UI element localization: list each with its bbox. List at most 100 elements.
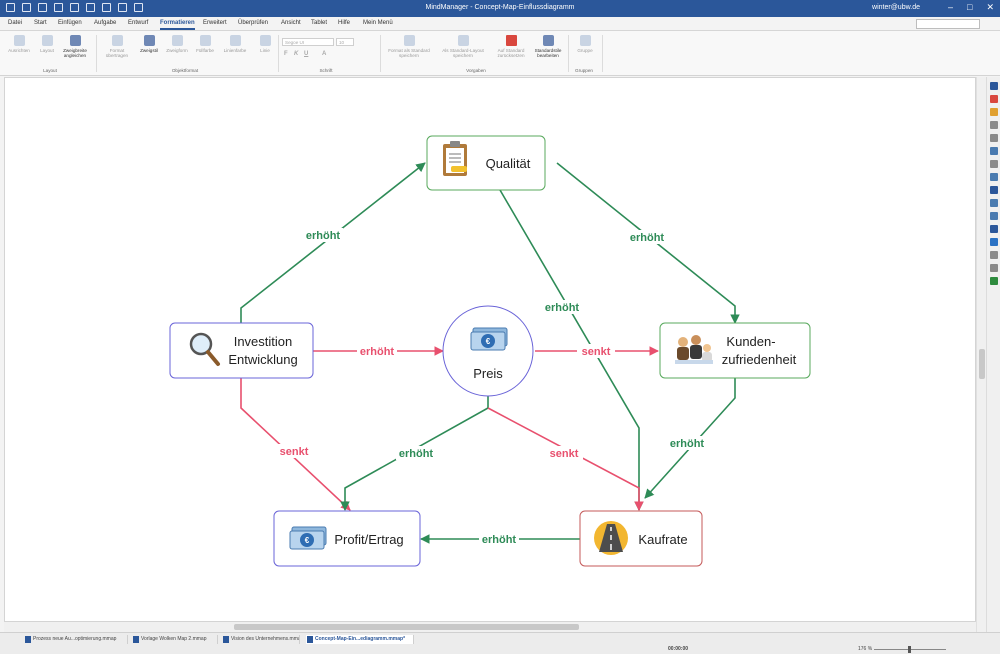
tag-icon[interactable] bbox=[989, 134, 998, 142]
markers-icon[interactable] bbox=[989, 95, 998, 103]
branch-shape-button[interactable]: Zweigform bbox=[162, 35, 192, 53]
edge-investition-profit[interactable] bbox=[240, 378, 351, 511]
bold-button[interactable]: F bbox=[284, 51, 288, 57]
node-preis[interactable]: € Preis bbox=[442, 305, 534, 397]
reset-x-icon bbox=[505, 35, 517, 46]
edge-qualitaet-kaufrate[interactable] bbox=[499, 189, 644, 511]
scrollbar-thumb[interactable] bbox=[234, 624, 579, 630]
search-icon[interactable] bbox=[989, 160, 998, 168]
node-profit-ertrag[interactable]: € Profit/Ertrag bbox=[273, 510, 421, 567]
excel-icon[interactable] bbox=[989, 277, 998, 285]
calendar-icon[interactable] bbox=[989, 108, 998, 116]
save-format-default-button[interactable]: Format als Standard speichern bbox=[384, 35, 434, 58]
underline-button[interactable]: U bbox=[304, 51, 309, 57]
format-icon[interactable] bbox=[989, 173, 998, 181]
doc-tab-concept-map[interactable]: Concept-Map-Ein...ediagramm.mmap* bbox=[306, 635, 414, 644]
notes-icon[interactable] bbox=[989, 121, 998, 129]
share-icon[interactable] bbox=[118, 3, 127, 12]
clipboard-icon bbox=[443, 141, 467, 176]
outlook-icon[interactable] bbox=[989, 238, 998, 246]
ribbon-tabs: Datei Start Einfügen Aufgabe Entwurf For… bbox=[0, 17, 1000, 31]
group-label-layout: Layout bbox=[43, 68, 57, 73]
bulb-icon[interactable] bbox=[989, 264, 998, 272]
edge-qualitaet-kunden[interactable] bbox=[556, 162, 740, 324]
maximize-button[interactable]: □ bbox=[967, 2, 973, 12]
tab-formatieren[interactable]: Formatieren bbox=[160, 20, 195, 30]
tab-erweitert[interactable]: Erweitert bbox=[203, 20, 227, 26]
mail-icon[interactable] bbox=[134, 3, 143, 12]
tab-mein-menue[interactable]: Mein Menü bbox=[363, 20, 393, 26]
edge-label: erhöht bbox=[360, 346, 395, 358]
align-button[interactable]: Ausrichten bbox=[4, 35, 34, 53]
help-icon[interactable] bbox=[102, 3, 111, 12]
library-icon[interactable] bbox=[989, 147, 998, 155]
format-painter-button[interactable]: Format übertragen bbox=[102, 35, 132, 58]
edge-investition-qualitaet[interactable] bbox=[240, 162, 426, 323]
close-button[interactable]: ✕ bbox=[986, 2, 994, 12]
print-icon[interactable] bbox=[54, 3, 63, 12]
search-input[interactable] bbox=[916, 19, 980, 29]
task-pane-icon[interactable] bbox=[989, 82, 998, 90]
edge-preis-kaufrate[interactable] bbox=[487, 407, 644, 511]
equalize-branch-width-button[interactable]: Zweigbreite angleichen bbox=[60, 35, 90, 58]
side-panel-toolbar bbox=[986, 77, 1000, 632]
edge-kunden-kaufrate[interactable] bbox=[644, 378, 736, 499]
link-icon[interactable] bbox=[989, 186, 998, 194]
tab-einfuegen[interactable]: Einfügen bbox=[58, 20, 82, 26]
node-label-line2: Entwicklung bbox=[228, 352, 297, 367]
italic-button[interactable]: K bbox=[294, 51, 299, 57]
redo-icon[interactable] bbox=[86, 3, 95, 12]
group-separator bbox=[380, 35, 381, 72]
edge-label: erhöht bbox=[482, 534, 517, 546]
group-separator bbox=[602, 35, 603, 72]
save-layout-default-button[interactable]: Als Standard-Layout speichern bbox=[438, 35, 488, 58]
concept-map: erhöht erhöht senkt erhöht erhöht senkt … bbox=[169, 135, 811, 567]
scrollbar-thumb[interactable] bbox=[979, 349, 985, 379]
vertical-scrollbar[interactable] bbox=[976, 77, 986, 632]
layout-button[interactable]: Layout bbox=[32, 35, 62, 53]
group-button[interactable]: Gruppe bbox=[570, 35, 600, 53]
font-name-select[interactable]: Segoe UI bbox=[282, 38, 334, 46]
reset-default-button[interactable]: Auf Standard zurücksetzen bbox=[492, 35, 530, 58]
tab-entwurf[interactable]: Entwurf bbox=[128, 20, 149, 26]
tab-ueberpruefen[interactable]: Überprüfen bbox=[238, 20, 269, 26]
open-icon[interactable] bbox=[22, 3, 31, 12]
tab-datei[interactable]: Datei bbox=[8, 20, 23, 26]
new-icon[interactable] bbox=[6, 3, 15, 12]
map-canvas[interactable]: erhöht erhöht senkt erhöht erhöht senkt … bbox=[4, 77, 976, 622]
font-size-select[interactable]: 10 bbox=[336, 38, 354, 46]
node-label-line2: zufriedenheit bbox=[722, 352, 797, 367]
node-kundenzufriedenheit[interactable]: Kunden- zufriedenheit bbox=[659, 322, 811, 379]
line-button[interactable]: Linie bbox=[250, 35, 280, 53]
group-label-objektformat: Objektformat bbox=[171, 68, 199, 73]
tab-start[interactable]: Start bbox=[34, 20, 47, 26]
node-investition-entwicklung[interactable]: Investition Entwicklung bbox=[169, 322, 314, 379]
people-icon bbox=[675, 335, 713, 364]
doc-tab-vision[interactable]: Vision des Unternehmens.mmap bbox=[222, 635, 300, 644]
doc-tab-prozess[interactable]: Prozess neue Au...optimierung.mmap bbox=[24, 635, 128, 644]
tab-aufgabe[interactable]: Aufgabe bbox=[94, 20, 117, 26]
shape-icon bbox=[171, 35, 183, 46]
doc-tab-vorlage-wolken[interactable]: Vorlage Wolken Map 2.mmap bbox=[132, 635, 218, 644]
tab-ansicht[interactable]: Ansicht bbox=[281, 20, 301, 26]
globe-icon[interactable] bbox=[989, 251, 998, 259]
edge-label: senkt bbox=[280, 446, 309, 458]
horizontal-scrollbar[interactable] bbox=[4, 622, 976, 632]
tab-hilfe[interactable]: Hilfe bbox=[338, 20, 351, 26]
edit-styles-button[interactable]: Standardstile bearbeiten bbox=[530, 35, 566, 58]
minimize-button[interactable]: – bbox=[948, 2, 954, 12]
image-icon[interactable] bbox=[989, 199, 998, 207]
line-color-button[interactable]: Linienfarbe bbox=[220, 35, 250, 53]
undo-icon[interactable] bbox=[70, 3, 79, 12]
zoom-slider-handle[interactable] bbox=[908, 646, 911, 653]
node-kaufrate[interactable]: Kaufrate bbox=[579, 510, 703, 567]
data-icon[interactable] bbox=[989, 225, 998, 233]
save-icon[interactable] bbox=[38, 3, 47, 12]
fill-color-button[interactable]: Füllfarbe bbox=[190, 35, 220, 53]
share-icon[interactable] bbox=[989, 212, 998, 220]
user-account[interactable]: winter@ubw.de bbox=[872, 4, 920, 11]
tab-tablet[interactable]: Tablet bbox=[311, 20, 328, 26]
font-color-button[interactable]: A bbox=[322, 51, 327, 57]
node-qualitaet[interactable]: Qualität bbox=[426, 135, 546, 191]
branch-style-button[interactable]: Zweigstil bbox=[134, 35, 164, 53]
